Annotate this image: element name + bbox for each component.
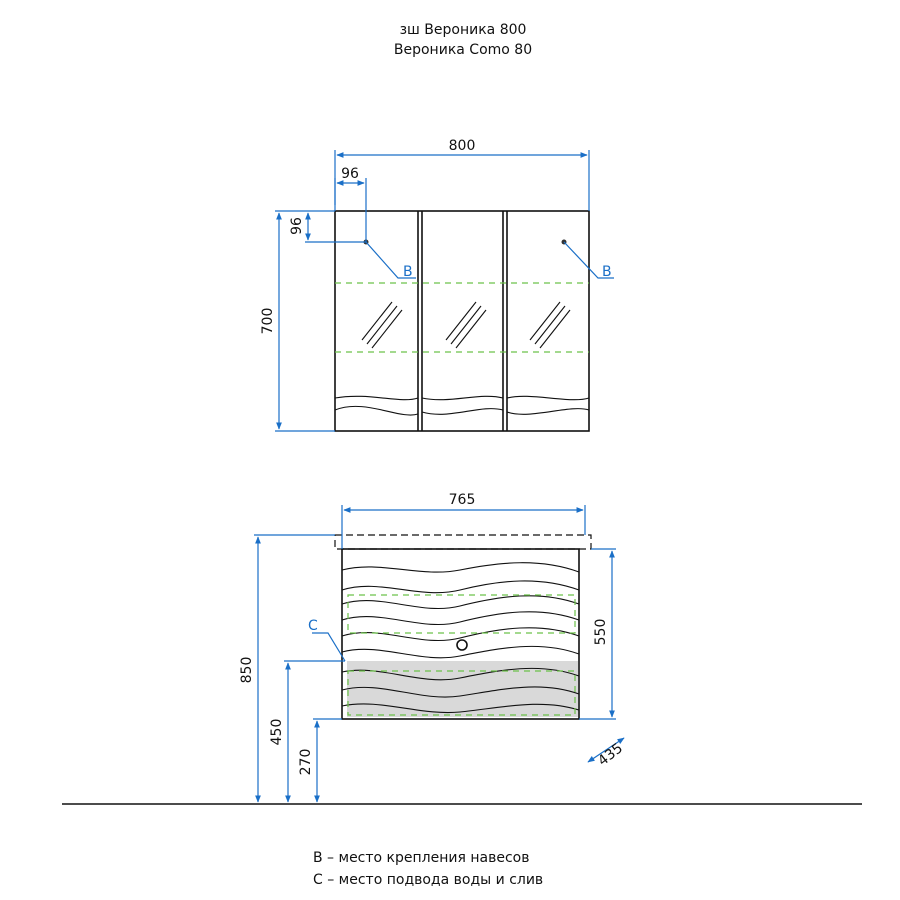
dim-vanity-body-height: 550	[579, 548, 616, 720]
dim-water-height: 450	[269, 660, 345, 803]
wave-panel-mid-left	[334, 405, 419, 416]
marker-c: C	[308, 618, 318, 634]
marker-b-right: B	[602, 264, 612, 280]
title-line-1: зш Вероника 800	[400, 22, 527, 38]
mirror-cabinet: B B	[334, 210, 614, 432]
dim-vanity-depth: 435	[587, 737, 626, 769]
dim-water-height-label: 450	[269, 719, 285, 746]
vanity-body	[341, 548, 580, 720]
mirror-cabinet-outline	[334, 210, 590, 432]
wave-panel-mid-right	[506, 408, 590, 415]
dim-hinge-offset-x-label: 96	[341, 166, 359, 182]
dim-hinge-offset-y-label: 96	[289, 217, 305, 235]
wave-panel-top-center	[421, 395, 504, 401]
dim-vanity-width: 765	[341, 492, 586, 549]
marker-b-left: B	[403, 264, 413, 280]
marker-leader-left	[365, 241, 416, 279]
glass-hatch-center	[445, 301, 487, 349]
dim-mirror-width: 800	[334, 138, 590, 211]
wave-panel-top-left	[334, 395, 419, 401]
vanity-mounting-zone-upper	[347, 594, 576, 634]
vanity-unit: C	[308, 534, 592, 720]
drain-handle-icon	[456, 639, 468, 651]
dim-hinge-offset-y: 96	[289, 210, 366, 243]
wave-panel-top-right	[506, 395, 590, 401]
vanity-mounting-zone-lower	[347, 670, 576, 716]
legend-line-1: B – место крепления навесов	[313, 850, 529, 866]
dim-hinge-offset-x: 96	[334, 166, 367, 242]
dim-total-height-label: 850	[239, 657, 255, 684]
marker-leader-right	[563, 241, 614, 279]
dim-mount-height-label: 270	[298, 749, 314, 776]
dim-total-height: 850	[239, 534, 335, 803]
glass-hatch-left	[361, 301, 403, 349]
marker-c-leader	[312, 632, 346, 662]
dim-vanity-width-label: 765	[449, 492, 476, 508]
dim-mount-height: 270	[298, 718, 342, 803]
dim-vanity-depth-label: 435	[595, 740, 626, 769]
legend-line-2: C – место подвода воды и слив	[313, 872, 543, 888]
glass-hatch-right	[529, 301, 571, 349]
dim-mirror-width-label: 800	[449, 138, 476, 154]
dim-mirror-height: 700	[260, 210, 335, 432]
wave-panel-mid-center	[421, 408, 504, 415]
title-line-2: Вероника Como 80	[394, 42, 532, 58]
dim-mirror-height-label: 700	[260, 308, 276, 335]
dim-vanity-body-height-label: 550	[593, 619, 609, 646]
vanity-countertop	[334, 534, 592, 550]
